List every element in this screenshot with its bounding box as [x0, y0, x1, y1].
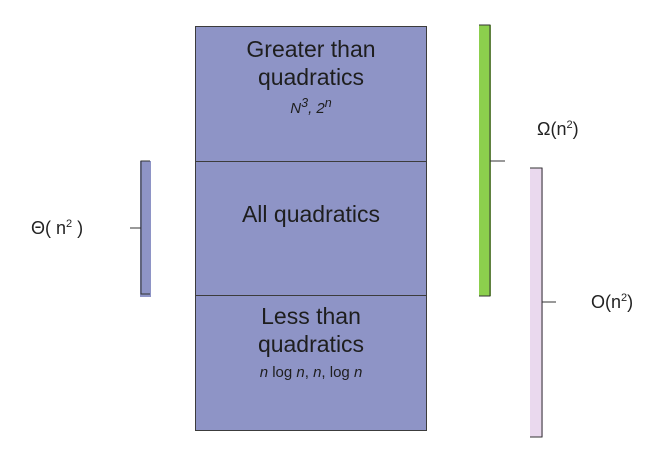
example-log-1: log	[268, 364, 297, 381]
theta-label: Θ( n2 )	[31, 218, 83, 239]
all-quadratics-title: All quadratics	[241, 201, 381, 227]
theta-label-prefix: Θ( n	[31, 218, 67, 238]
less-than-examples: n log n, n, log n	[196, 364, 426, 382]
less-than-quadratics-title: Less than quadratics	[196, 296, 426, 358]
example-n-cubed-base: N	[290, 100, 302, 117]
all-quadratics-box: All quadratics	[195, 161, 427, 296]
bigo-label-suffix: )	[627, 292, 634, 312]
omega-brace	[479, 24, 505, 297]
example-n-4: n	[353, 364, 363, 381]
greater-than-examples: N3, 2n	[196, 94, 426, 118]
example-n-1: n	[259, 364, 269, 381]
omega-label: Ω(n2)	[537, 119, 579, 140]
theta-label-suffix: )	[72, 218, 84, 238]
example-n-3: n	[313, 364, 322, 381]
omega-label-suffix: )	[572, 119, 579, 139]
bigo-brace	[530, 167, 556, 438]
less-than-line1: Less than	[261, 303, 361, 329]
example-separator: ,	[308, 100, 317, 117]
bigo-brace-bar	[530, 168, 543, 437]
theta-brace	[130, 160, 151, 297]
greater-than-line1: Greater than	[246, 36, 376, 62]
example-n-cubed-exp: 3	[301, 96, 309, 110]
greater-than-quadratics-title: Greater than quadratics	[196, 27, 426, 91]
bigo-label: O(n2)	[591, 292, 633, 313]
less-than-line2: quadratics	[257, 331, 365, 357]
omega-label-exp: 2	[566, 119, 573, 131]
theta-label-exp: 2	[66, 218, 73, 230]
example-two-pow-exp: n	[324, 96, 332, 110]
omega-brace-outline	[479, 24, 505, 297]
example-sep-1: ,	[304, 364, 314, 381]
bigo-label-prefix: O(n	[591, 292, 622, 312]
less-than-quadratics-box: Less than quadratics n log n, n, log n	[195, 295, 427, 431]
theta-brace-outline	[130, 160, 150, 295]
bigo-brace-outline	[530, 167, 556, 438]
greater-than-quadratics-box: Greater than quadratics N3, 2n	[195, 26, 427, 162]
theta-brace-bar	[140, 161, 151, 297]
omega-brace-bar	[479, 25, 491, 296]
example-log-2: , log	[321, 364, 354, 381]
bigo-label-exp: 2	[621, 292, 628, 304]
omega-label-prefix: Ω(n	[537, 119, 567, 139]
example-two-pow-base: 2	[316, 100, 325, 117]
greater-than-line2: quadratics	[257, 64, 365, 90]
example-n-2: n	[296, 364, 305, 381]
